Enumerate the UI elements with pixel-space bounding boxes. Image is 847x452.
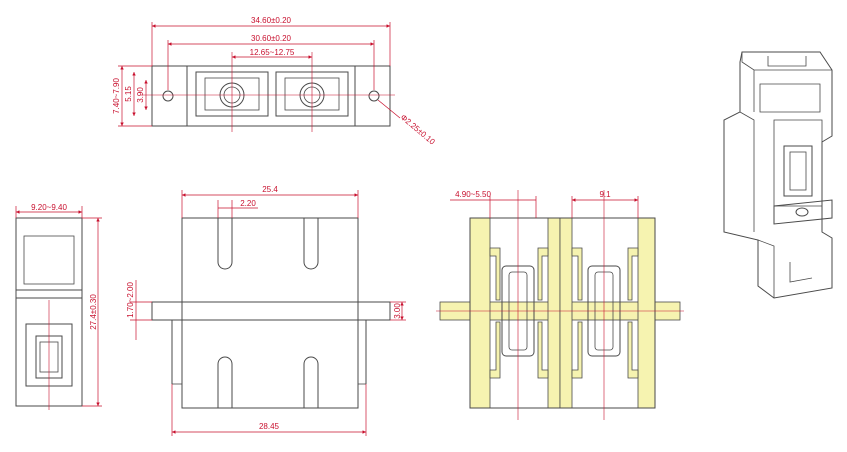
dim-front-width-bottom: 28.45	[259, 422, 280, 431]
iso-mounting-hole	[795, 207, 809, 217]
iso-flange	[773, 199, 833, 225]
iso-body	[723, 51, 833, 299]
dim-section-left: 4.90~5.50	[455, 190, 491, 199]
dim-front-width-top: 25.4	[262, 185, 278, 194]
dim-section-right: 9.1	[599, 190, 611, 199]
dim-side-height: 27.4±0.30	[89, 294, 98, 330]
front-view: 25.4 2.20 1.70~2.00 3.00 28.45	[126, 185, 406, 436]
dim-overall-width: 34.60±0.20	[251, 16, 292, 25]
dim-height-mid: 5.15	[124, 86, 133, 102]
side-view: 9.20~9.40 27.4±0.30	[15, 203, 102, 410]
front-view-body	[181, 217, 359, 409]
front-view-flange	[151, 301, 391, 321]
upper-left-slot	[217, 218, 233, 270]
section-body	[469, 217, 656, 409]
dim-hole-diameter: Φ2.25±0.10	[399, 113, 437, 147]
isometric-view	[723, 51, 833, 299]
dim-flange-gap: 1.70~2.00	[126, 282, 135, 318]
top-view-body	[186, 65, 356, 127]
left-mounting-hole	[162, 90, 174, 102]
lower-left-slot	[217, 356, 233, 408]
top-view: 34.60±0.20 30.60±0.20 12.65~12.75 7.40~7…	[112, 16, 437, 147]
dim-slot-width: 2.20	[240, 199, 256, 208]
dim-flange-thickness: 3.00	[393, 303, 402, 319]
dim-height-inner: 3.90	[136, 87, 145, 103]
top-view-flange	[151, 65, 391, 127]
upper-right-slot	[303, 218, 319, 270]
iso-port-window	[783, 145, 813, 197]
section-view: 4.90~5.50 9.1	[436, 190, 684, 420]
dim-height-total: 7.40~7.90	[112, 78, 121, 114]
lower-right-slot	[303, 356, 319, 408]
dim-side-width: 9.20~9.40	[31, 203, 67, 212]
right-mounting-hole	[368, 90, 380, 102]
dim-port-spacing: 12.65~12.75	[250, 48, 295, 57]
dim-hole-spacing: 30.60±0.20	[251, 34, 292, 43]
